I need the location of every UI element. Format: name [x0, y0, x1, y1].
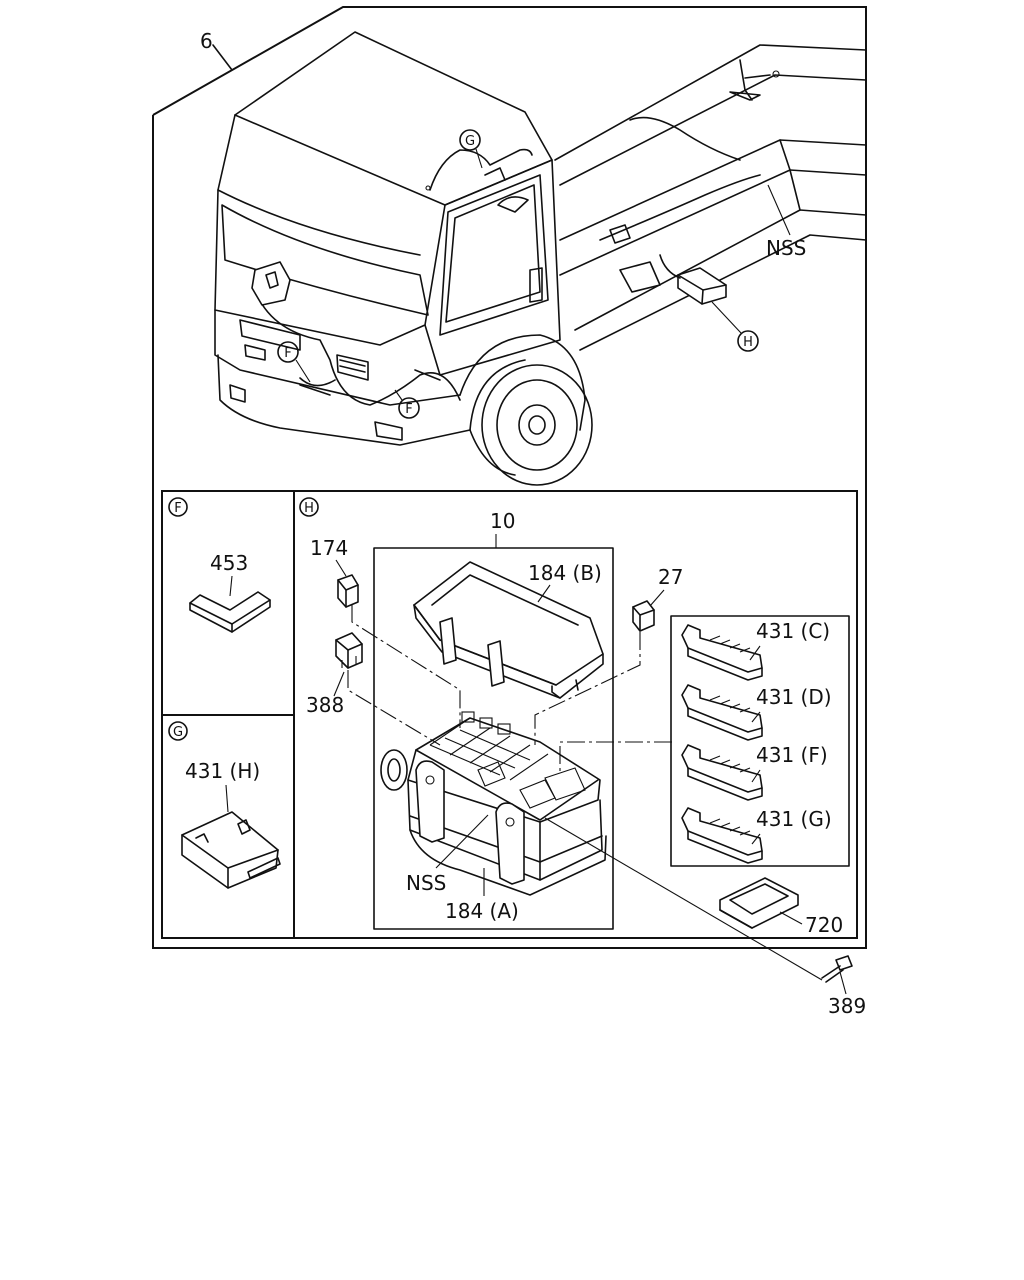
panel-g-label: G: [173, 725, 183, 740]
label-389: 389: [828, 994, 866, 1018]
label-184b: 184 (B): [528, 561, 602, 585]
callout-f2-label: F: [405, 402, 412, 417]
truck-callout-h: H: [711, 301, 759, 352]
panel-f: F 453: [168, 497, 271, 633]
panel-h-label: H: [304, 501, 314, 516]
truck-callout-f1: F: [277, 341, 311, 383]
callout-f1-label: F: [284, 346, 291, 361]
label-431g: 431 (G): [756, 807, 832, 831]
panel-g: G 431 (H): [168, 721, 281, 889]
label-388: 388: [306, 693, 344, 717]
connector-431c: [681, 624, 763, 681]
label-431h: 431 (H): [185, 759, 260, 783]
cover-184b: [413, 561, 604, 699]
label-431c: 431 (C): [756, 619, 830, 643]
label-174: 174: [310, 536, 348, 560]
label-harness: 6: [200, 29, 213, 53]
label-720: 720: [805, 913, 843, 937]
label-nss-top: NSS: [766, 236, 806, 260]
part-389: [821, 955, 853, 983]
callout-g-label: G: [465, 134, 475, 149]
main-frame: [152, 6, 867, 949]
label-10: 10: [490, 509, 515, 533]
connector-431f: [681, 744, 763, 801]
details-frame: [161, 490, 858, 939]
label-431d: 431 (D): [756, 685, 832, 709]
label-453: 453: [210, 551, 248, 575]
part-388: [335, 632, 363, 669]
fusebox-184a: [380, 711, 607, 896]
truck-callout-g: G: [459, 129, 483, 169]
panel-f-label: F: [174, 501, 181, 516]
truck-callout-f2: F: [394, 389, 420, 419]
callout-h-label: H: [743, 335, 753, 350]
connector-431d: [681, 684, 763, 741]
part-720: [719, 877, 799, 929]
label-nss-box: NSS: [406, 871, 446, 895]
part-174: [337, 574, 359, 608]
panel-h: H 10 184 (B) 174: [299, 497, 850, 981]
connector-431g: [681, 807, 763, 864]
label-27: 27: [658, 565, 683, 589]
part-27: [632, 600, 655, 632]
label-431f: 431 (F): [756, 743, 828, 767]
label-184a: 184 (A): [445, 899, 519, 923]
truck-illustration: [214, 31, 867, 486]
